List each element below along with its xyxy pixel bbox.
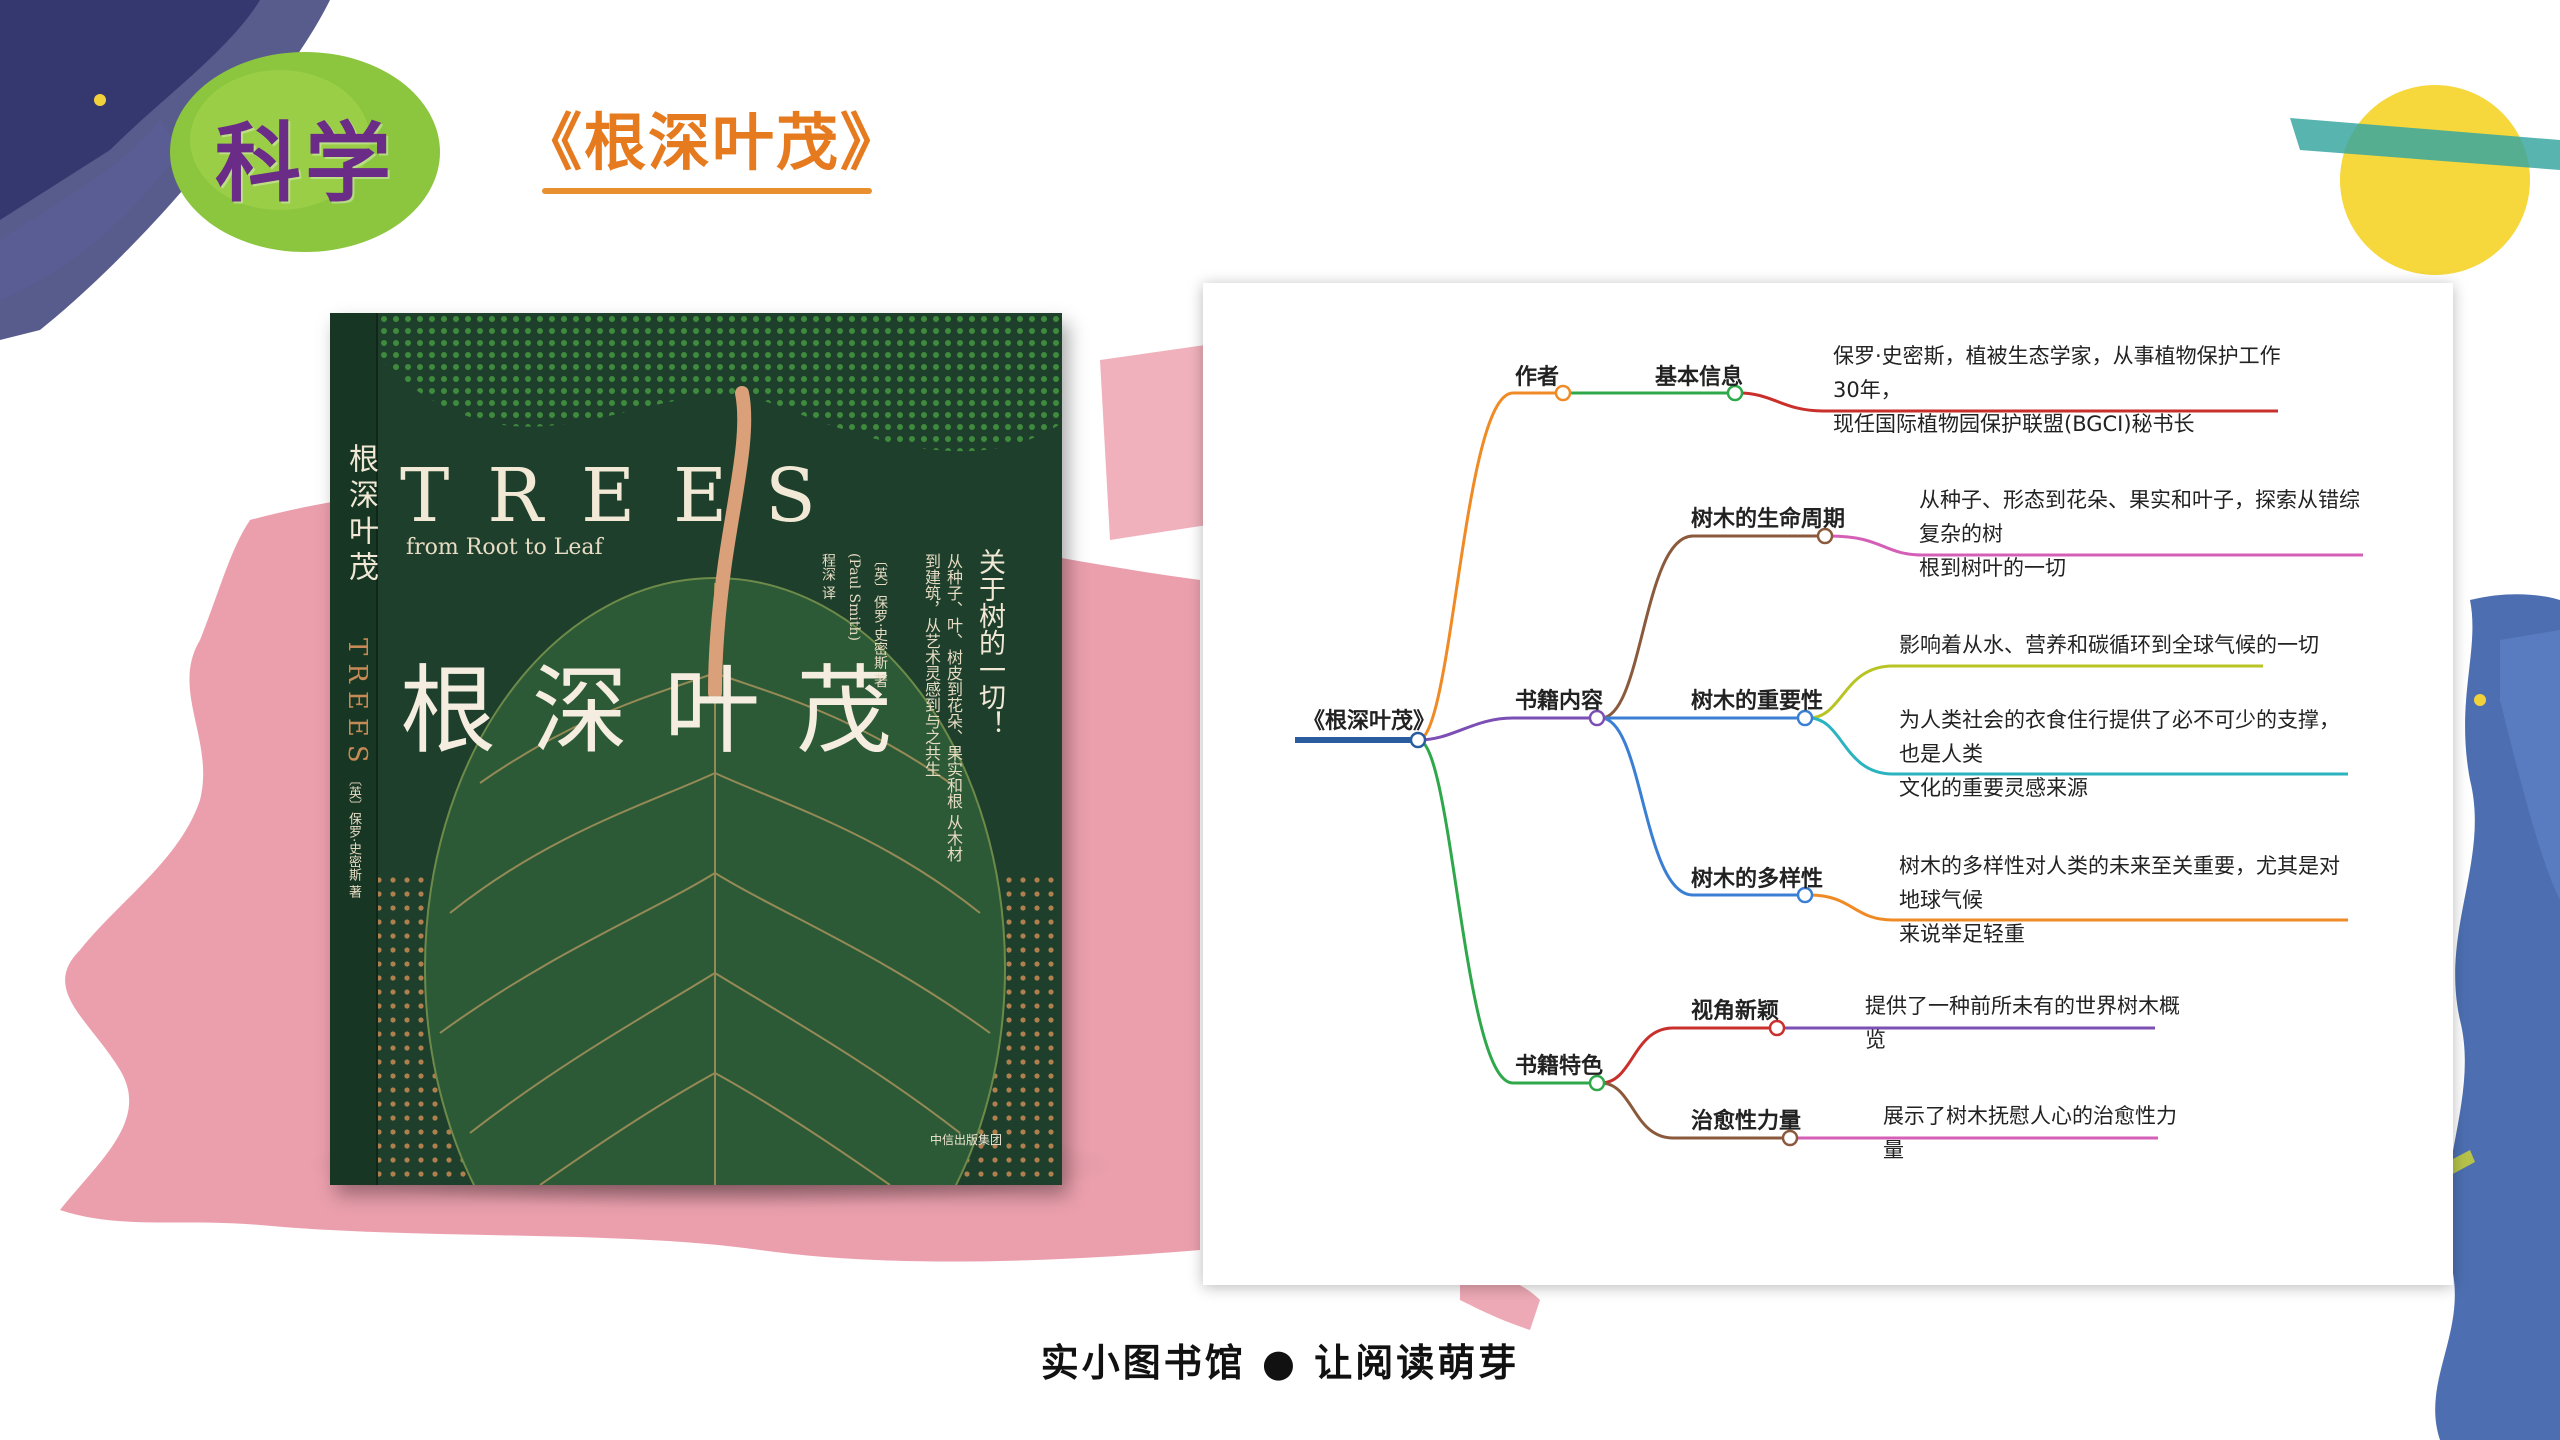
cover-translator: 程深 译 xyxy=(820,553,836,600)
desc-line: 来说举足轻重 xyxy=(1899,922,2025,946)
cover-subtitle-en: from Root to Leaf xyxy=(406,535,603,560)
desc-line: 树木的多样性对人类的未来至关重要，尤其是对地球气候 xyxy=(1899,854,2340,912)
desc-line: 为人类社会的衣食住行提供了必不可少的支撑，也是人类 xyxy=(1899,708,2340,766)
mind-map-panel: 《根深叶茂》 作者 书籍内容 书籍特色 基本信息 保罗·史密斯，植被生态学家，从… xyxy=(1203,283,2453,1285)
node-healing-power: 治愈性力量 xyxy=(1691,1109,1802,1134)
desc-basic-info: 保罗·史密斯，植被生态学家，从事植物保护工作30年， 现任国际植物园保护联盟(B… xyxy=(1833,339,2283,441)
desc-line: 从种子、形态到花朵、果实和叶子，探索从错综复杂的树 xyxy=(1919,488,2360,546)
spine-author: 〔英〕保罗·史密斯 著 xyxy=(346,773,361,899)
spine-title-en: TREES xyxy=(342,638,372,771)
title-underline xyxy=(542,188,872,194)
cover-tagline: 关于树的一切！ xyxy=(974,548,1005,737)
book-spine xyxy=(330,313,378,1185)
desc-line: 根到树叶的一切 xyxy=(1919,556,2066,580)
desc-line: 保罗·史密斯，植被生态学家，从事植物保护工作30年， xyxy=(1833,344,2281,402)
category-badge: 科学 xyxy=(150,40,460,270)
mind-map-root: 《根深叶茂》 xyxy=(1303,709,1436,734)
node-importance: 树木的重要性 xyxy=(1691,689,1824,714)
desc-diversity: 树木的多样性对人类的未来至关重要，尤其是对地球气候 来说举足轻重 xyxy=(1899,849,2359,951)
cover-author-en: (Paul Smith) xyxy=(846,553,862,641)
desc-healing-power: 展示了树木抚慰人心的治愈性力量 xyxy=(1883,1099,2183,1167)
node-basic-info: 基本信息 xyxy=(1655,365,1744,390)
desc-line: 现任国际植物园保护联盟(BGCI)秘书长 xyxy=(1833,412,2195,436)
cover-author: 〔英〕保罗·史密斯 著 xyxy=(872,553,888,688)
desc-importance-1: 影响着从水、营养和碳循环到全球气候的一切 xyxy=(1899,628,2359,662)
desc-line: 文化的重要灵感来源 xyxy=(1899,776,2088,800)
desc-line: 提供了一种前所未有的世界树木概览 xyxy=(1865,994,2180,1052)
node-novel-perspective: 视角新颖 xyxy=(1691,999,1780,1024)
desc-line: 展示了树木抚慰人心的治愈性力量 xyxy=(1883,1104,2177,1162)
branch-features: 书籍特色 xyxy=(1515,1054,1604,1079)
node-life-cycle: 树木的生命周期 xyxy=(1691,507,1846,532)
spine-title: 根深叶茂 xyxy=(343,443,378,587)
mind-map-connectors xyxy=(1295,384,2363,1147)
cover-publisher: 中信出版集团 xyxy=(930,1133,1003,1147)
branch-author: 作者 xyxy=(1515,365,1560,390)
node-diversity: 树木的多样性 xyxy=(1691,867,1824,892)
category-label: 科学 xyxy=(215,113,395,214)
branch-content: 书籍内容 xyxy=(1515,689,1604,714)
page-title: 《根深叶茂》 xyxy=(520,106,905,179)
cover-title-en: TREES xyxy=(400,453,854,539)
desc-importance-2: 为人类社会的衣食住行提供了必不可少的支撑，也是人类 文化的重要灵感来源 xyxy=(1899,703,2359,805)
cover-description: 从种子、叶、树皮到花朵、果实和根 从木材到建筑，从艺术灵感到与之共生 xyxy=(922,553,963,863)
desc-life-cycle: 从种子、形态到花朵、果实和叶子，探索从错综复杂的树 根到树叶的一切 xyxy=(1919,483,2379,585)
cover-title-cn: 根深叶茂 xyxy=(400,655,928,767)
desc-novel-perspective: 提供了一种前所未有的世界树木概览 xyxy=(1865,989,2185,1057)
footer-slogan: 实小图书馆 ● 让阅读萌芽 xyxy=(1040,1341,1520,1385)
desc-line: 影响着从水、营养和碳循环到全球气候的一切 xyxy=(1899,633,2319,657)
cover-artwork xyxy=(376,313,1062,1185)
green-brush-circle xyxy=(170,52,440,252)
book-cover-image: 根深叶茂 TREES 〔英〕保罗·史密斯 著 TREES from Root t… xyxy=(330,313,1062,1185)
